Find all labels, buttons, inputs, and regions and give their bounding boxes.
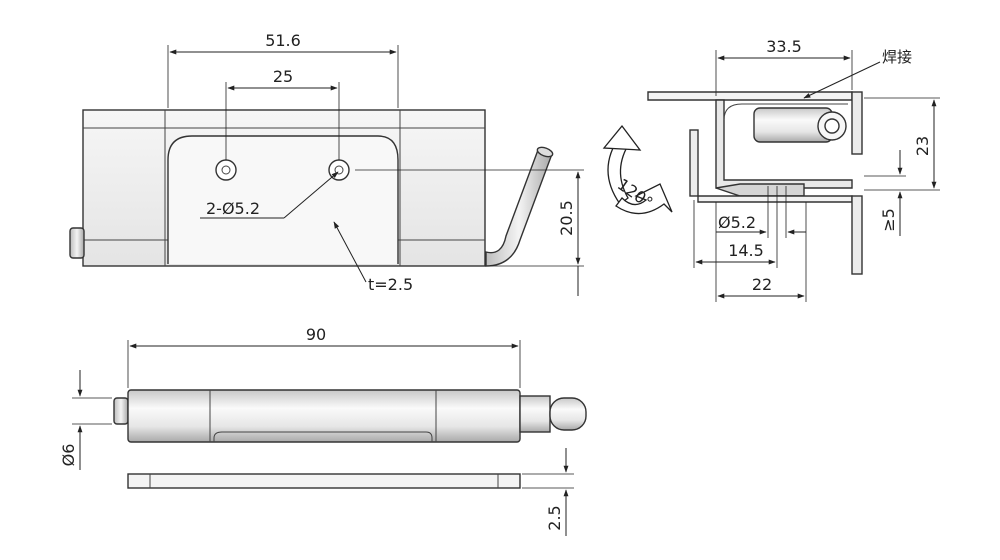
rotation-indicator: 120°	[602, 124, 673, 215]
dim-front-thickness: 2.5	[545, 505, 564, 530]
front-view: 90 Ø6 2.5	[59, 325, 587, 536]
handle	[485, 149, 553, 267]
dim-side-height: 23	[913, 136, 932, 156]
pocket	[167, 135, 399, 264]
front-pin	[549, 397, 587, 431]
dim-offset-min: ≥5	[879, 208, 898, 232]
side-view: 焊接 33.5 23 ≥5 Ø5.2 14.5 22	[647, 37, 940, 302]
dim-side-width: 33.5	[766, 37, 802, 56]
dim-hole-spacing: 25	[273, 67, 293, 86]
dim-front-length: 90	[306, 325, 326, 344]
hole-left	[215, 159, 237, 181]
dim-side-hole: Ø5.2	[718, 213, 756, 232]
dim-top-overall-width: 51.6	[265, 31, 301, 50]
holes-callout: 2-Ø5.2	[206, 199, 260, 218]
dim-plate-height: 20.5	[557, 200, 576, 236]
pin-end	[69, 227, 85, 259]
weld-label: 焊接	[882, 48, 912, 66]
thickness-callout: t=2.5	[368, 275, 413, 294]
front-barrel	[127, 389, 521, 443]
top-view: 51.6 25 2-Ø5.2 t=2.5 20.5	[69, 31, 584, 296]
dim-side-base: 22	[752, 275, 772, 294]
dim-side-hole-pos: 14.5	[728, 241, 764, 260]
dim-pin-diameter: Ø6	[59, 444, 78, 467]
